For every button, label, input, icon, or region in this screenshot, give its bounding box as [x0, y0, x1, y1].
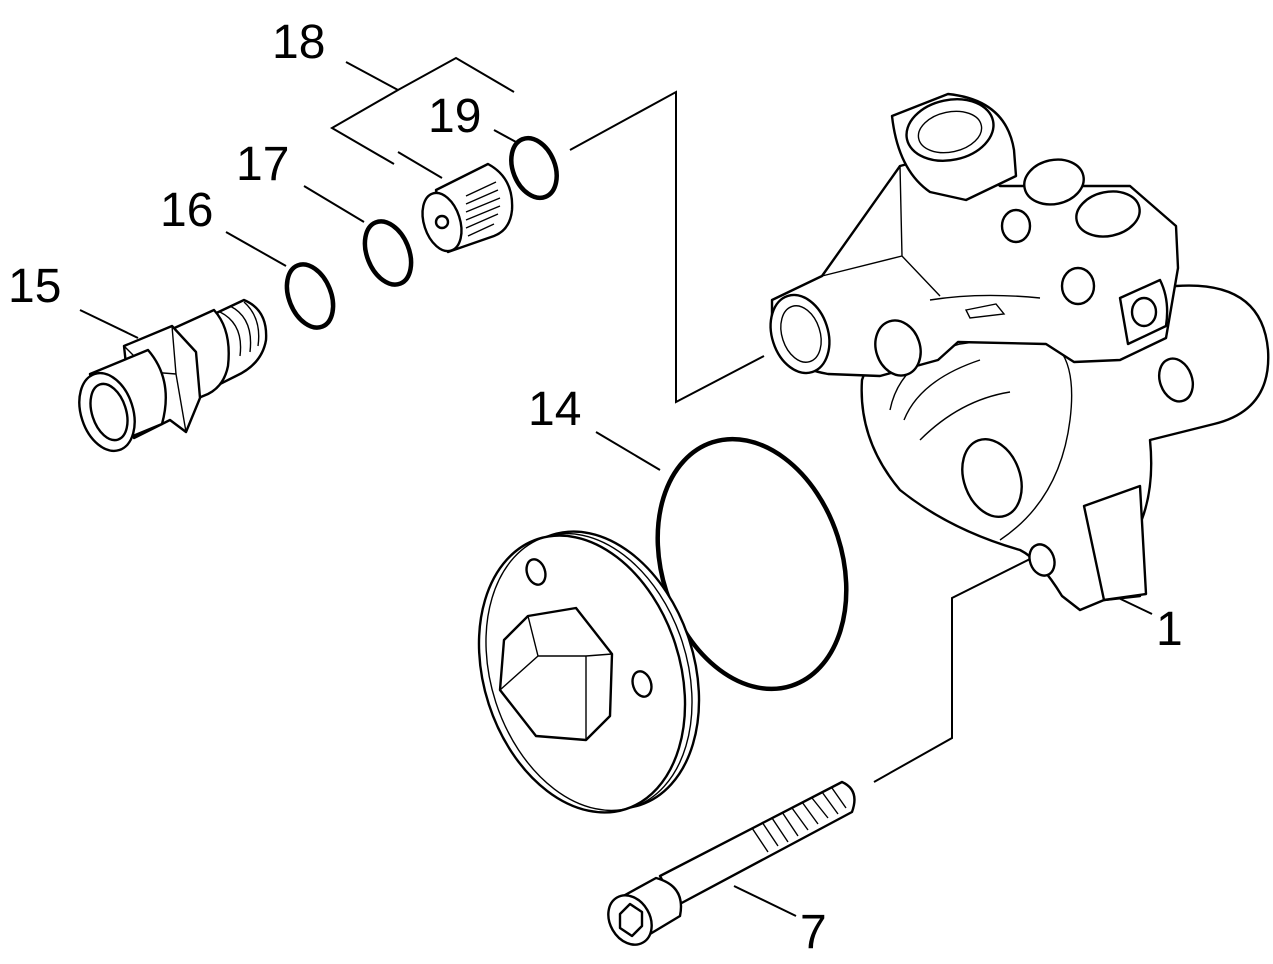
cover-plate-groove	[485, 532, 693, 812]
housing-inlet-thread	[780, 305, 822, 363]
label-17: 17	[236, 138, 289, 191]
bolt-hex-socket	[618, 902, 644, 938]
label-16: 16	[160, 184, 213, 237]
leader-19	[493, 129, 517, 143]
label-7: 7	[800, 906, 827, 959]
housing-lug	[1082, 484, 1148, 602]
housing-port-mid	[1023, 158, 1085, 206]
part-17-o-ring	[362, 219, 414, 287]
leader-16	[225, 231, 287, 267]
fitting-tip-rings	[219, 301, 260, 357]
leader-17	[303, 185, 365, 223]
housing-inlet-port	[769, 293, 831, 375]
leader-7	[733, 885, 797, 917]
hex-plug-edges	[499, 615, 613, 740]
housing-arrow-mark	[929, 294, 1041, 319]
housing-port-front	[874, 319, 922, 377]
housing-port-lower	[961, 438, 1023, 518]
leader-18-bracket	[345, 56, 515, 93]
housing-top-port-thread	[917, 110, 983, 154]
leader-14	[595, 431, 661, 471]
bolt-head-face	[607, 894, 653, 946]
housing-bolt-hole-lower	[1028, 543, 1056, 577]
bolt-shank	[658, 780, 856, 908]
label-19: 19	[428, 90, 481, 143]
cover-plate	[477, 530, 701, 814]
leader-18-left	[330, 89, 399, 165]
cartridge-center	[434, 214, 450, 230]
part-18-valve-cartridge	[421, 162, 514, 254]
cartridge-spring	[465, 181, 501, 237]
part-19-o-ring	[509, 135, 559, 201]
housing-bolt-hole-right	[1157, 357, 1195, 403]
label-14: 14	[528, 383, 581, 436]
label-15: 15	[8, 260, 61, 313]
leader-15	[79, 309, 139, 339]
part-1-pump-housing	[769, 92, 1270, 612]
hex-plug	[498, 606, 614, 742]
fitting-opening-inner	[89, 382, 129, 442]
leader-18-to-17body	[397, 151, 443, 179]
cover-plate-hole-top	[525, 558, 547, 586]
assembly-line-bolt	[873, 551, 1045, 783]
housing-small-hole-3	[1130, 296, 1158, 328]
part-7-socket-bolt	[607, 780, 856, 946]
part-15-valve-fitting	[78, 298, 268, 453]
label-1: 1	[1156, 603, 1183, 656]
housing-manifold-edges	[821, 165, 941, 297]
bolt-thread	[751, 787, 847, 853]
housing-port-right	[1075, 190, 1141, 238]
assembly-line-top	[569, 90, 765, 404]
part-16-o-ring	[284, 262, 336, 330]
housing-web	[903, 359, 1011, 441]
housing-small-hole-1	[1000, 208, 1032, 244]
cover-plate-hole-right	[631, 670, 653, 698]
housing-small-hole-2	[1060, 266, 1096, 306]
label-18: 18	[272, 16, 325, 69]
